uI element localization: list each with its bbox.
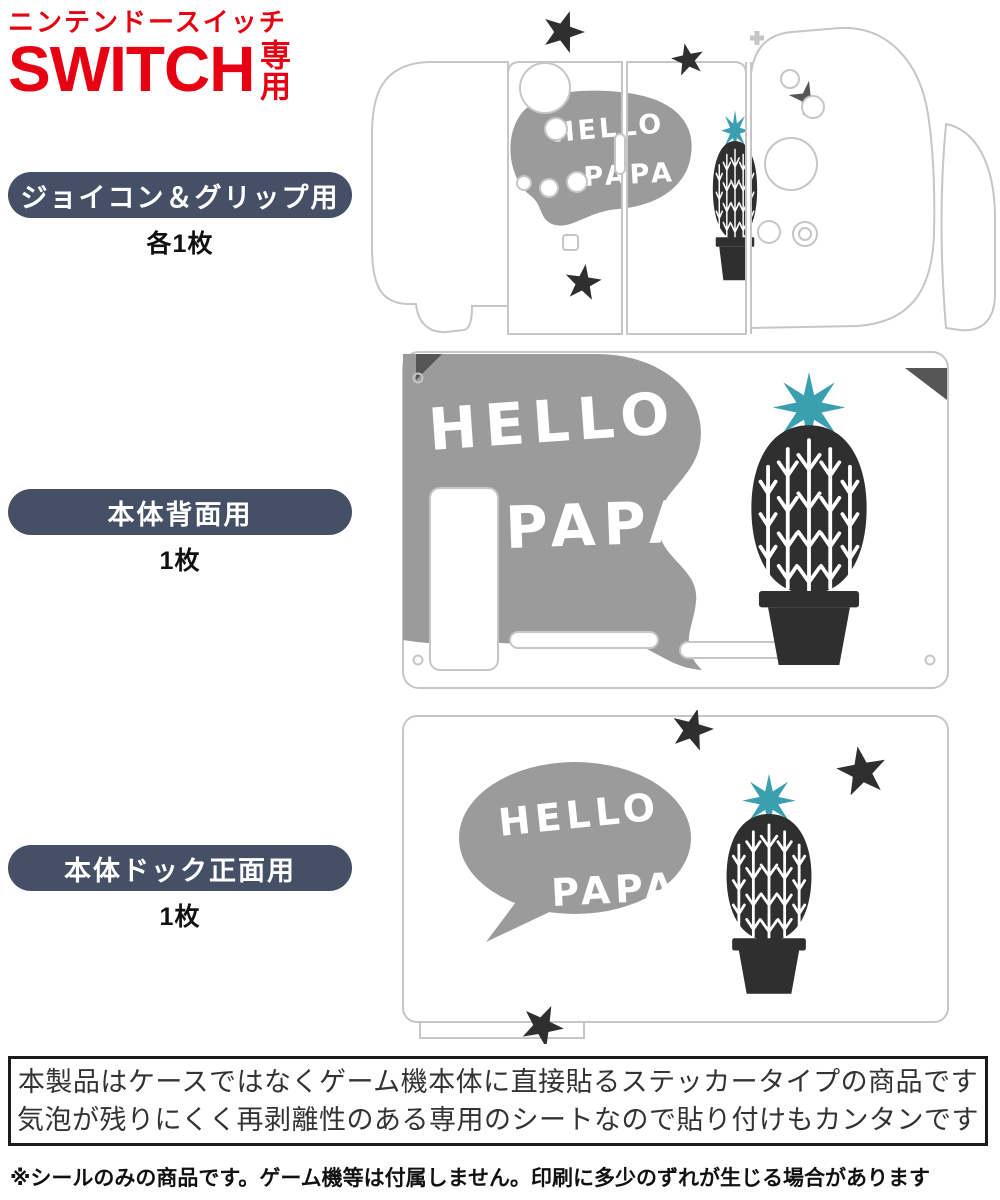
- header: ニンテンドースイッチ SWITCH 専用: [8, 7, 291, 105]
- section-count-dock-front: 1枚: [159, 903, 201, 931]
- section-pill-dock-front: 本体ドック正面用: [8, 845, 352, 891]
- papa-text: PAPA: [550, 864, 680, 915]
- speech-bubble-tail: [486, 902, 558, 942]
- screw-hole: [412, 654, 424, 666]
- console-back-skin-illustration: HELLO PAPA: [402, 351, 949, 689]
- section-pill-joycon-grip: ジョイコン＆グリップ用: [8, 172, 352, 218]
- screw-hole: [924, 654, 936, 666]
- analog-stick-cutout: [519, 62, 571, 114]
- notice-line-1: 本製品はケースではなくゲーム機本体に直接貼るステッカータイプの商品です: [17, 1067, 979, 1098]
- home-button-cutout: [792, 221, 818, 247]
- notice-box: 本製品はケースではなくゲーム機本体に直接貼るステッカータイプの商品です 気泡が残…: [8, 1056, 988, 1146]
- capture-button-cutout: [562, 234, 579, 251]
- vent-slot-cutout: [509, 631, 659, 649]
- product-title-suffix: 専用: [255, 38, 291, 101]
- side-strap-piece-outline: [940, 122, 996, 332]
- left-joycon-button-cutouts: [516, 62, 626, 251]
- right-joycon-outline: [750, 26, 936, 330]
- kickstand-cutout: [429, 487, 499, 671]
- plus-button-cutout: [750, 31, 764, 45]
- speech-bubble: [459, 762, 691, 914]
- joycon-grip-skin-illustration: HELLO PAPA: [371, 4, 996, 335]
- corner-triangle-icon: [416, 354, 442, 380]
- corner-triangle-icon: [905, 368, 947, 400]
- notice-line-2: 気泡が残りにくく再剥離性のある専用のシートなので貼り付けもカンタンです: [17, 1104, 979, 1135]
- product-title-row: SWITCH 専用: [8, 32, 291, 105]
- product-title: SWITCH: [8, 32, 255, 105]
- section-pill-back: 本体背面用: [8, 489, 352, 535]
- dock-lip-outline: [419, 1022, 585, 1039]
- section-count-back: 1枚: [159, 547, 201, 575]
- analog-stick-cutout: [764, 137, 818, 191]
- brand-line: ニンテンドースイッチ: [8, 7, 287, 37]
- right-joycon-button-cutouts: [750, 31, 825, 247]
- seam-gaps: [621, 62, 752, 334]
- dock-front-skin-illustration: HELLO PAPA: [402, 710, 949, 1044]
- papa-text: PAPA: [583, 157, 677, 193]
- footnote: ※シールのみの商品です。ゲーム機等は付属しません。印刷に多少のずれが生じる場合が…: [10, 1167, 931, 1190]
- left-joycon-outline: [371, 61, 509, 334]
- star-icon: [537, 4, 590, 56]
- section-count-joycon-grip: 各1枚: [146, 230, 214, 258]
- release-button-cutout: [614, 133, 626, 175]
- screw-hole: [412, 372, 424, 384]
- papa-text: PAPA: [504, 487, 702, 562]
